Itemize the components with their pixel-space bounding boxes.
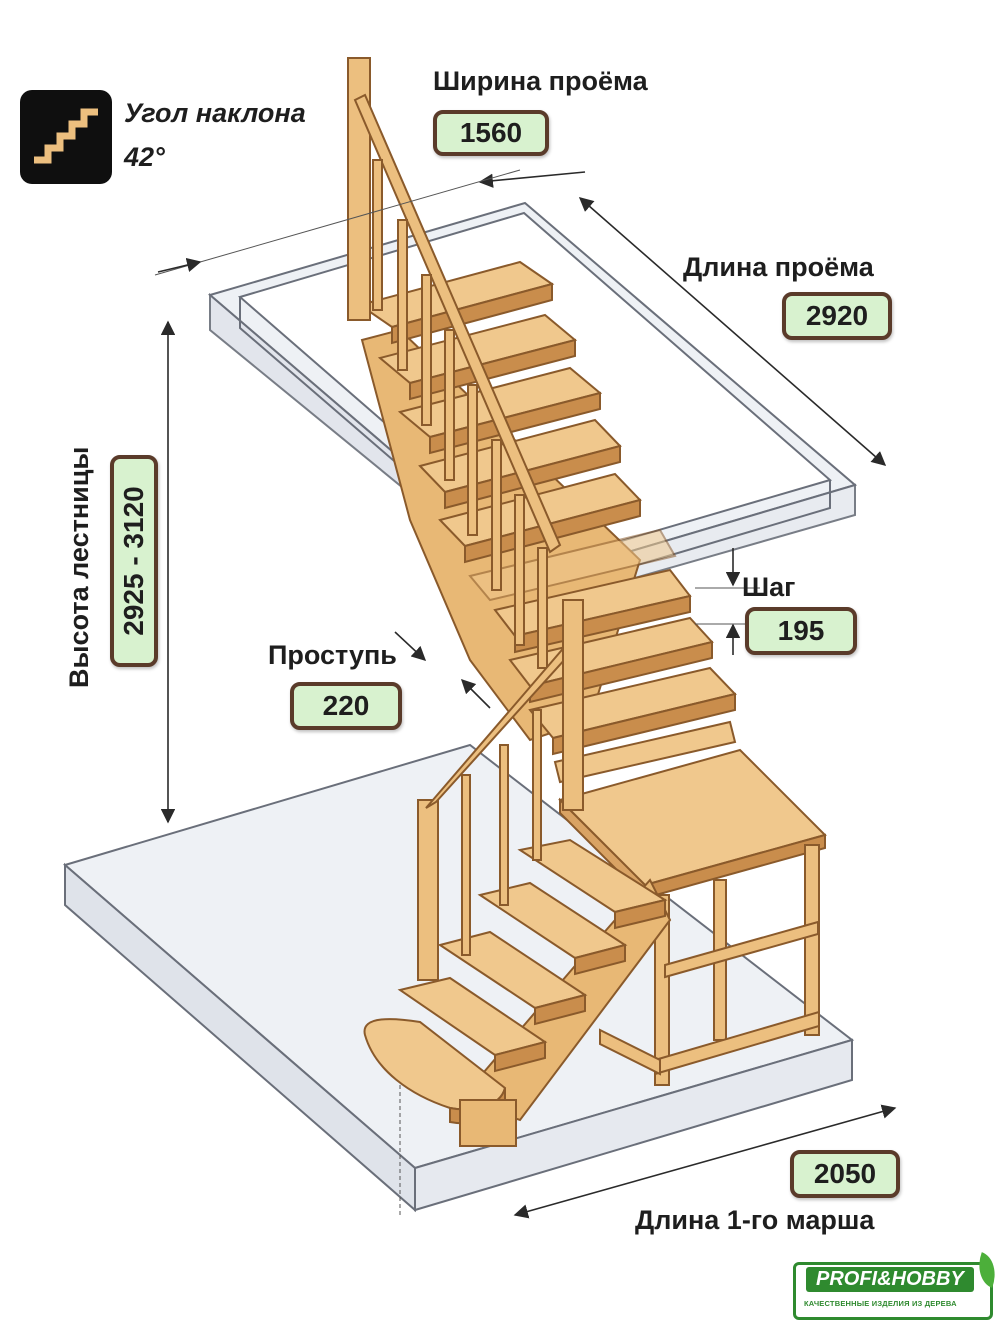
angle-title: Угол наклона [124, 98, 306, 128]
brand-name: PROFI&HOBBY [806, 1267, 974, 1292]
stair-height-value-text: 2925 - 3120 [118, 486, 149, 636]
tread-depth-label: Проступь [268, 640, 397, 670]
opening-length-value: 2920 [782, 292, 892, 340]
opening-width-label: Ширина проёма [433, 66, 648, 96]
brand-logo: PROFI&HOBBY КАЧЕСТВЕННЫЕ ИЗДЕЛИЯ ИЗ ДЕРЕ… [793, 1252, 1000, 1320]
dimension-lines [154, 169, 897, 1219]
opening-length-label: Длина проёма [683, 252, 874, 282]
lower-railing [417, 599, 584, 981]
upper-railing [347, 57, 562, 669]
tread-depth-value: 220 [290, 682, 402, 730]
landing-platform [558, 748, 827, 1086]
step-rise-value: 195 [745, 607, 857, 655]
first-flight-length-label: Длина 1-го марша [635, 1205, 875, 1235]
opening-width-value: 1560 [433, 110, 549, 156]
stair-height-value: 2925 - 3120 [110, 455, 158, 667]
brand-tagline: КАЧЕСТВЕННЫЕ ИЗДЕЛИЯ ИЗ ДЕРЕВА [804, 1299, 957, 1308]
angle-value: 42° [124, 142, 165, 172]
step-rise-label: Шаг [742, 572, 796, 602]
first-flight-length-value: 2050 [790, 1150, 900, 1198]
stair-height-label: Высота лестницы [64, 446, 94, 688]
stairs-icon [20, 90, 112, 184]
